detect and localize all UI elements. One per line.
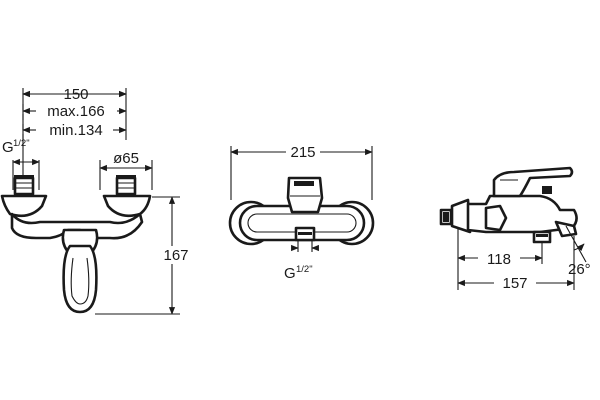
front-view: 150 max.166 min.134 G 1/2" ø65 167 [0, 86, 192, 315]
dim-label-min: min.134 [49, 122, 102, 139]
dim-label-157: 157 [502, 275, 527, 292]
dim-label-g-sup: 1/2" [13, 138, 30, 149]
top-view: 215 G 1/2" [228, 144, 375, 282]
dim-label-height: 167 [163, 247, 188, 264]
left-connector [13, 175, 35, 196]
side-escutcheon [450, 198, 472, 234]
side-handle [492, 166, 574, 198]
top-dim-label-g-main: G [284, 265, 296, 282]
dim-label-118: 118 [487, 251, 511, 268]
lever-handle [62, 244, 98, 314]
dim-label-diameter: ø65 [113, 150, 139, 167]
right-escutcheon [102, 194, 152, 218]
left-escutcheon [0, 194, 48, 218]
dim-label-width: 215 [290, 144, 315, 161]
side-view: 118 157 26° [439, 166, 591, 292]
top-handle [286, 176, 324, 214]
dim-label-max: max.166 [47, 103, 105, 120]
dim-label-150: 150 [63, 86, 88, 103]
top-dim-label-g-sup: 1/2" [296, 264, 313, 275]
right-connector [115, 175, 137, 196]
dim-label-g-main: G [2, 139, 14, 156]
dim-label-angle: 26° [568, 261, 591, 278]
